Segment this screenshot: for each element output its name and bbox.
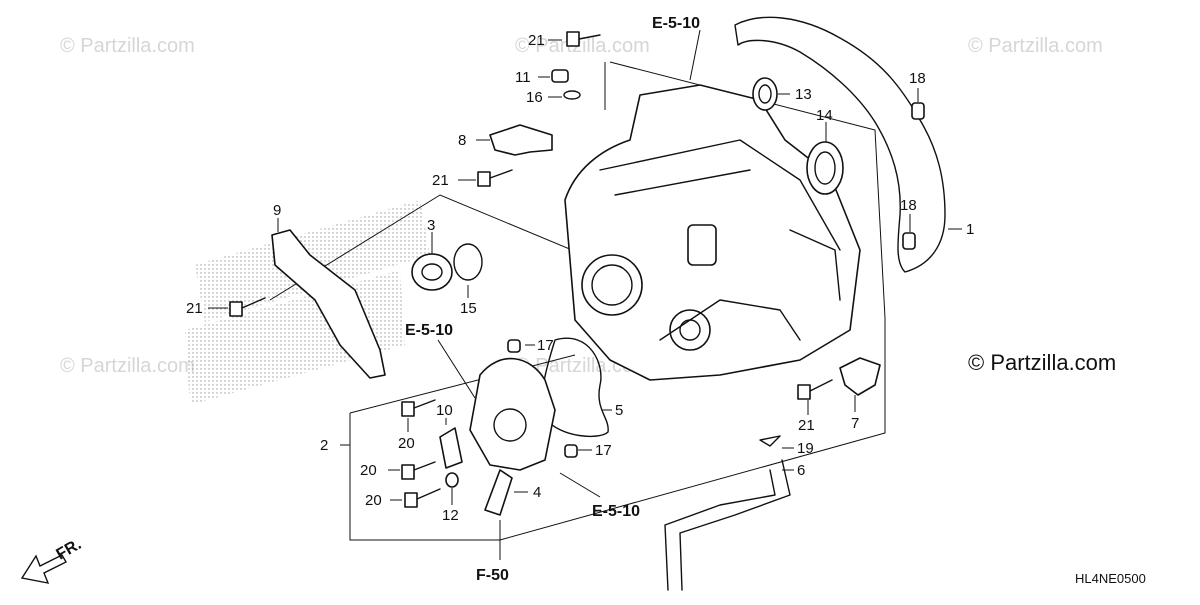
diagram-code: HL4NE0500 [1075, 571, 1146, 586]
watermark-text: © Partzilla.com [60, 355, 195, 377]
ref-label-f-50: F-50 [476, 567, 509, 584]
washer [445, 472, 459, 488]
callout-10: 10 [436, 402, 453, 419]
plate-bracket [271, 229, 386, 379]
plug [551, 69, 569, 83]
leader-lines [208, 29, 962, 560]
watermark-text: © Partzilla.com [60, 35, 195, 57]
cap [411, 253, 453, 291]
bolt [797, 379, 833, 400]
callout-3: 3 [427, 217, 435, 234]
bolt [477, 169, 513, 187]
callout-20: 20 [398, 435, 415, 452]
callout-13: 13 [795, 86, 812, 103]
callout-15: 15 [460, 300, 477, 317]
callout-17: 17 [595, 442, 612, 459]
stay-bracket [489, 124, 553, 156]
stay-bracket [839, 357, 881, 396]
dowel-pin [507, 339, 521, 353]
callout-4: 4 [533, 484, 541, 501]
background-logo-graphic [185, 200, 430, 405]
callout-21: 21 [186, 300, 203, 317]
watermark-text: © Partzilla.com [968, 35, 1103, 57]
callout-1: 1 [966, 221, 974, 238]
right-crankcase-cover [564, 84, 861, 381]
callout-14: 14 [816, 107, 833, 124]
brand-text: © Partzilla.com [968, 350, 1116, 375]
bolt [566, 31, 601, 47]
water-pipe [484, 469, 513, 516]
callout-6: 6 [797, 462, 805, 479]
callout-21: 21 [432, 172, 449, 189]
bolt [404, 488, 441, 508]
callout-20: 20 [365, 492, 382, 509]
callout-11: 11 [515, 69, 531, 86]
bolt [401, 461, 436, 480]
ref-label-e-5-10: E-5-10 [592, 503, 640, 520]
callout-16: 16 [526, 89, 543, 106]
callout-18: 18 [909, 70, 926, 87]
callout-18: 18 [900, 197, 917, 214]
front-direction-arrow: FR. [20, 536, 84, 584]
gasket [734, 16, 946, 273]
oil-seal [806, 141, 844, 195]
callout-9: 9 [273, 202, 281, 219]
o-ring [563, 90, 581, 100]
dowel-pin [902, 232, 916, 250]
callout-7: 7 [851, 415, 859, 432]
callout-17: 17 [537, 337, 554, 354]
callout-21: 21 [798, 417, 815, 434]
callout-2: 2 [320, 437, 328, 454]
ref-label-e-5-10: E-5-10 [652, 15, 700, 32]
bolt [229, 297, 266, 317]
o-ring [453, 243, 483, 281]
hose-clip [759, 435, 781, 447]
water-pump-cover [469, 357, 556, 471]
callout-21: 21 [528, 32, 545, 49]
callout-12: 12 [442, 507, 459, 524]
ref-label-e-5-10: E-5-10 [405, 322, 453, 339]
dowel-pin [911, 102, 925, 120]
breather-hose [664, 459, 791, 591]
bearing [752, 77, 778, 111]
callout-8: 8 [458, 132, 466, 149]
wire-plate [439, 427, 463, 469]
callout-20: 20 [360, 462, 377, 479]
callout-19: 19 [797, 440, 814, 457]
dowel-pin [564, 444, 578, 458]
callout-5: 5 [615, 402, 623, 419]
bolt [401, 399, 436, 417]
